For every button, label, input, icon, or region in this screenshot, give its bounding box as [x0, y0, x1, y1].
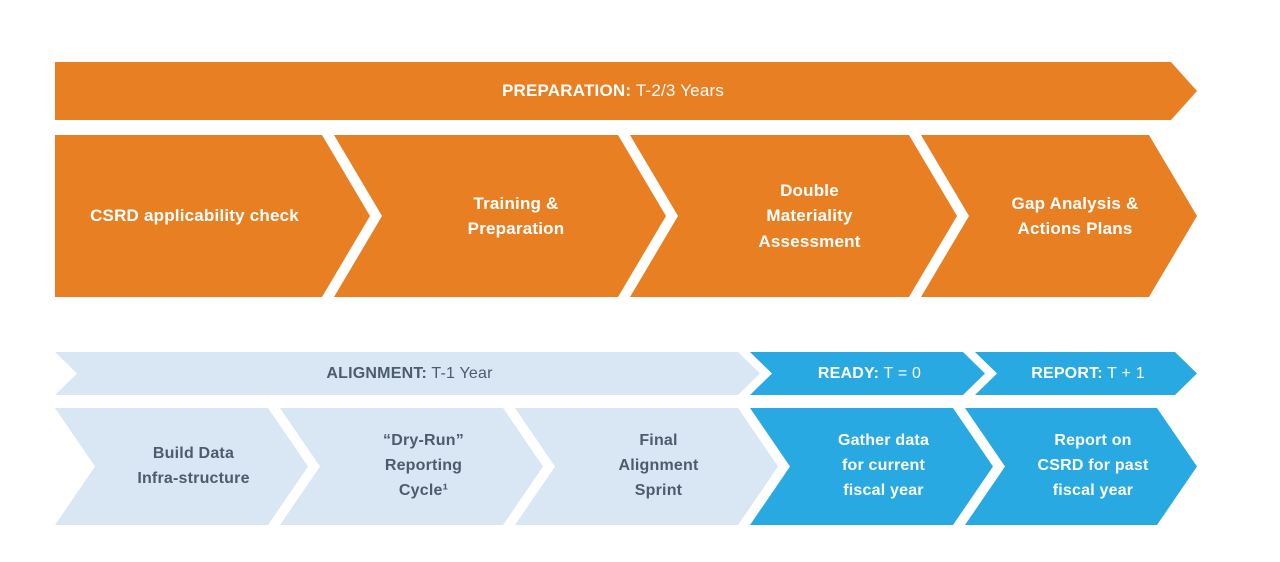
phase-timing: T-1 Year — [427, 364, 493, 382]
phase-name: ALIGNMENT: — [326, 364, 428, 382]
step-label: Report on CSRD for past fiscal year — [1037, 432, 1149, 499]
banner-label: ALIGNMENT: T-1 Year — [326, 365, 492, 383]
step-gap-analysis-action-plans: Gap Analysis & Actions Plans — [921, 135, 1197, 297]
step-final-alignment-sprint: Final Alignment Sprint — [515, 408, 778, 525]
phase-timing: T = 0 — [879, 364, 922, 382]
step-double-materiality-assessment: Double Materiality Assessment — [630, 135, 957, 297]
step-gather-data-current-fiscal-year: Gather data for current fiscal year — [750, 408, 993, 525]
phase-name: READY: — [817, 364, 880, 382]
step-label: CSRD applicability check — [90, 206, 299, 226]
step-training-preparation: Training & Preparation — [334, 135, 666, 297]
step-label: Build Data Infra-structure — [137, 444, 250, 487]
step-report-csrd-past-fiscal-year: Report on CSRD for past fiscal year — [965, 408, 1197, 525]
banner-label: REPORT: T + 1 — [1031, 365, 1145, 383]
banner-label: PREPARATION: T-2/3 Years — [502, 81, 724, 101]
step-dry-run-reporting-cycle: “Dry-Run” Reporting Cycle¹ — [280, 408, 543, 525]
banner-label: READY: T = 0 — [818, 365, 921, 383]
preparation-phase-banner: PREPARATION: T-2/3 Years — [55, 62, 1197, 120]
step-label: Double Materiality Assessment — [758, 180, 861, 251]
phase-timing: T-2/3 Years — [631, 81, 725, 100]
phase-name: REPORT: — [1031, 364, 1103, 382]
step-csrd-applicability-check: CSRD applicability check — [55, 135, 370, 297]
step-label: Final Alignment Sprint — [618, 432, 699, 499]
alignment-phase-banner: ALIGNMENT: T-1 Year — [55, 352, 760, 395]
phase-timing: T + 1 — [1102, 364, 1145, 382]
report-phase-banner: REPORT: T + 1 — [975, 352, 1197, 395]
phase-name: PREPARATION: — [501, 81, 632, 100]
step-build-data-infrastructure: Build Data Infra-structure — [55, 408, 308, 525]
step-label: Training & Preparation — [467, 193, 565, 238]
step-label: “Dry-Run” Reporting Cycle¹ — [383, 432, 464, 499]
ready-phase-banner: READY: T = 0 — [750, 352, 985, 395]
step-label: Gap Analysis & Actions Plans — [1011, 193, 1139, 238]
step-label: Gather data for current fiscal year — [837, 432, 930, 499]
